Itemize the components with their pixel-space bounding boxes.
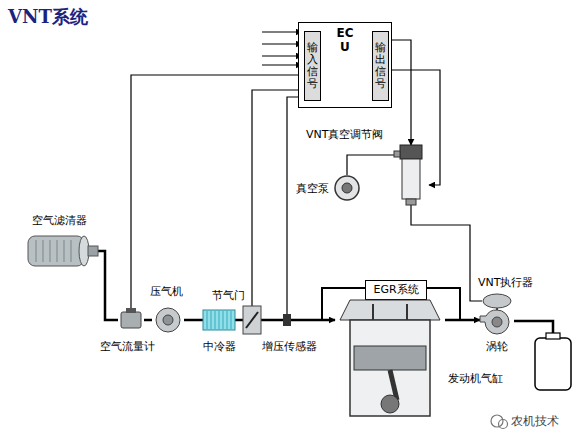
watermark-icon bbox=[491, 415, 503, 427]
signal-line bbox=[347, 155, 394, 175]
turbine-wheel bbox=[492, 317, 502, 327]
output-panel: 输出信号 bbox=[372, 31, 389, 101]
box-label: EC U bbox=[335, 26, 355, 55]
signal-stub bbox=[262, 31, 302, 32]
air-filter-shape bbox=[28, 232, 98, 270]
egr-box: EGR系统 bbox=[365, 280, 427, 300]
turbine-housing bbox=[480, 310, 509, 334]
valve-body bbox=[402, 159, 420, 199]
crankshaft bbox=[381, 395, 399, 413]
pump-body bbox=[335, 176, 359, 200]
ecu-box: EC U 输入信号 输出信号 bbox=[298, 22, 392, 108]
part-label: 中冷器 bbox=[203, 340, 236, 353]
part-label: 涡轮 bbox=[486, 340, 508, 353]
air-pipe bbox=[184, 319, 203, 322]
compressor-shape bbox=[152, 305, 184, 335]
filter-rib bbox=[57, 240, 58, 262]
part-label: 空气流量计 bbox=[100, 340, 155, 353]
watermark-icon bbox=[499, 420, 508, 429]
throttle: 节气门 bbox=[243, 306, 261, 334]
part-label: 发动机气缸 bbox=[448, 372, 503, 385]
signal-line bbox=[131, 75, 304, 308]
cylinder-wall bbox=[350, 320, 430, 416]
signal-stub bbox=[262, 43, 302, 44]
air-flow-meter-shape bbox=[118, 308, 144, 332]
part-label: VNT真空调节阀 bbox=[306, 128, 383, 141]
vnt-actuator-shape bbox=[482, 293, 512, 309]
cooler-fin bbox=[227, 311, 228, 329]
intercooler: 中冷器 bbox=[203, 310, 235, 330]
signal-stub bbox=[262, 64, 302, 65]
watermark: 农机技术 bbox=[511, 414, 559, 428]
vacuum-pump: 真空泵 bbox=[334, 175, 360, 201]
part-label: 压气机 bbox=[150, 285, 183, 298]
cooler-fin bbox=[211, 311, 212, 329]
air-flow-meter: 空气流量计 bbox=[118, 308, 144, 332]
intercooler-shape bbox=[203, 310, 235, 330]
pump-hub bbox=[342, 183, 352, 193]
air-pipe bbox=[98, 251, 118, 320]
boost-sensor: 增压传感器 bbox=[283, 314, 291, 326]
part-label: VNT执行器 bbox=[478, 276, 533, 289]
filter-rib bbox=[36, 240, 37, 262]
cooler-fin bbox=[215, 311, 216, 329]
sensor-body bbox=[283, 314, 291, 326]
cooler-core bbox=[203, 310, 235, 330]
diagram-title: VNT系统 bbox=[8, 5, 88, 29]
air-filter: 空气滤清器 bbox=[28, 232, 98, 270]
cooler-fin bbox=[207, 311, 208, 329]
engine-cylinder-shape bbox=[335, 300, 445, 418]
cylinder-head bbox=[340, 300, 440, 320]
filter-rib bbox=[50, 240, 51, 262]
air-pipe bbox=[144, 319, 152, 322]
engine-cylinder: 发动机气缸 bbox=[335, 300, 445, 418]
filter-rib bbox=[43, 240, 44, 262]
box-label: EGR系统 bbox=[373, 283, 418, 296]
signal-stub bbox=[262, 55, 302, 56]
compressor-housing bbox=[156, 308, 180, 332]
air-pipe bbox=[261, 319, 335, 322]
vacuum-valve: VNT真空调节阀 bbox=[394, 145, 428, 205]
signal-line bbox=[287, 97, 304, 314]
cooler-fin bbox=[231, 311, 232, 329]
turbine-shape bbox=[480, 308, 514, 334]
compressor-wheel bbox=[163, 315, 173, 325]
air-pipe bbox=[445, 319, 480, 322]
throttle-body bbox=[243, 306, 261, 334]
cooler-fin bbox=[223, 311, 224, 329]
signal-line bbox=[252, 90, 304, 306]
meter-head bbox=[126, 308, 136, 313]
tank-neck bbox=[546, 333, 560, 339]
vnt-actuator: VNT执行器 bbox=[482, 293, 512, 309]
cooler-fin bbox=[219, 311, 220, 329]
compressor: 压气机 bbox=[152, 305, 184, 335]
actuator-body bbox=[483, 294, 511, 308]
valve-port bbox=[394, 151, 400, 157]
part-label: 增压传感器 bbox=[262, 340, 317, 353]
throttle-plate bbox=[246, 312, 258, 328]
air-pipe bbox=[235, 319, 243, 322]
signal-line bbox=[389, 40, 411, 145]
box-label: 输入信号 bbox=[307, 42, 318, 90]
exhaust-tank bbox=[535, 338, 571, 390]
filter-rib bbox=[71, 240, 72, 262]
piston bbox=[354, 346, 426, 370]
filter-body bbox=[28, 236, 84, 266]
filter-outlet bbox=[88, 246, 98, 256]
input-panel: 输入信号 bbox=[304, 31, 321, 101]
valve-head bbox=[400, 145, 422, 159]
part-label: 真空泵 bbox=[296, 182, 329, 195]
meter-body bbox=[121, 312, 141, 328]
filter-rib bbox=[64, 240, 65, 262]
box-label: 输出信号 bbox=[375, 42, 386, 90]
boost-sensor-shape bbox=[283, 314, 291, 326]
part-label: 空气滤清器 bbox=[32, 214, 87, 227]
throttle-shape bbox=[243, 306, 261, 334]
vacuum-pump-shape bbox=[334, 175, 360, 201]
valve-base bbox=[406, 199, 416, 205]
part-label: 节气门 bbox=[212, 289, 245, 302]
vacuum-valve-shape bbox=[394, 145, 428, 205]
turbine: 涡轮 bbox=[480, 308, 514, 334]
